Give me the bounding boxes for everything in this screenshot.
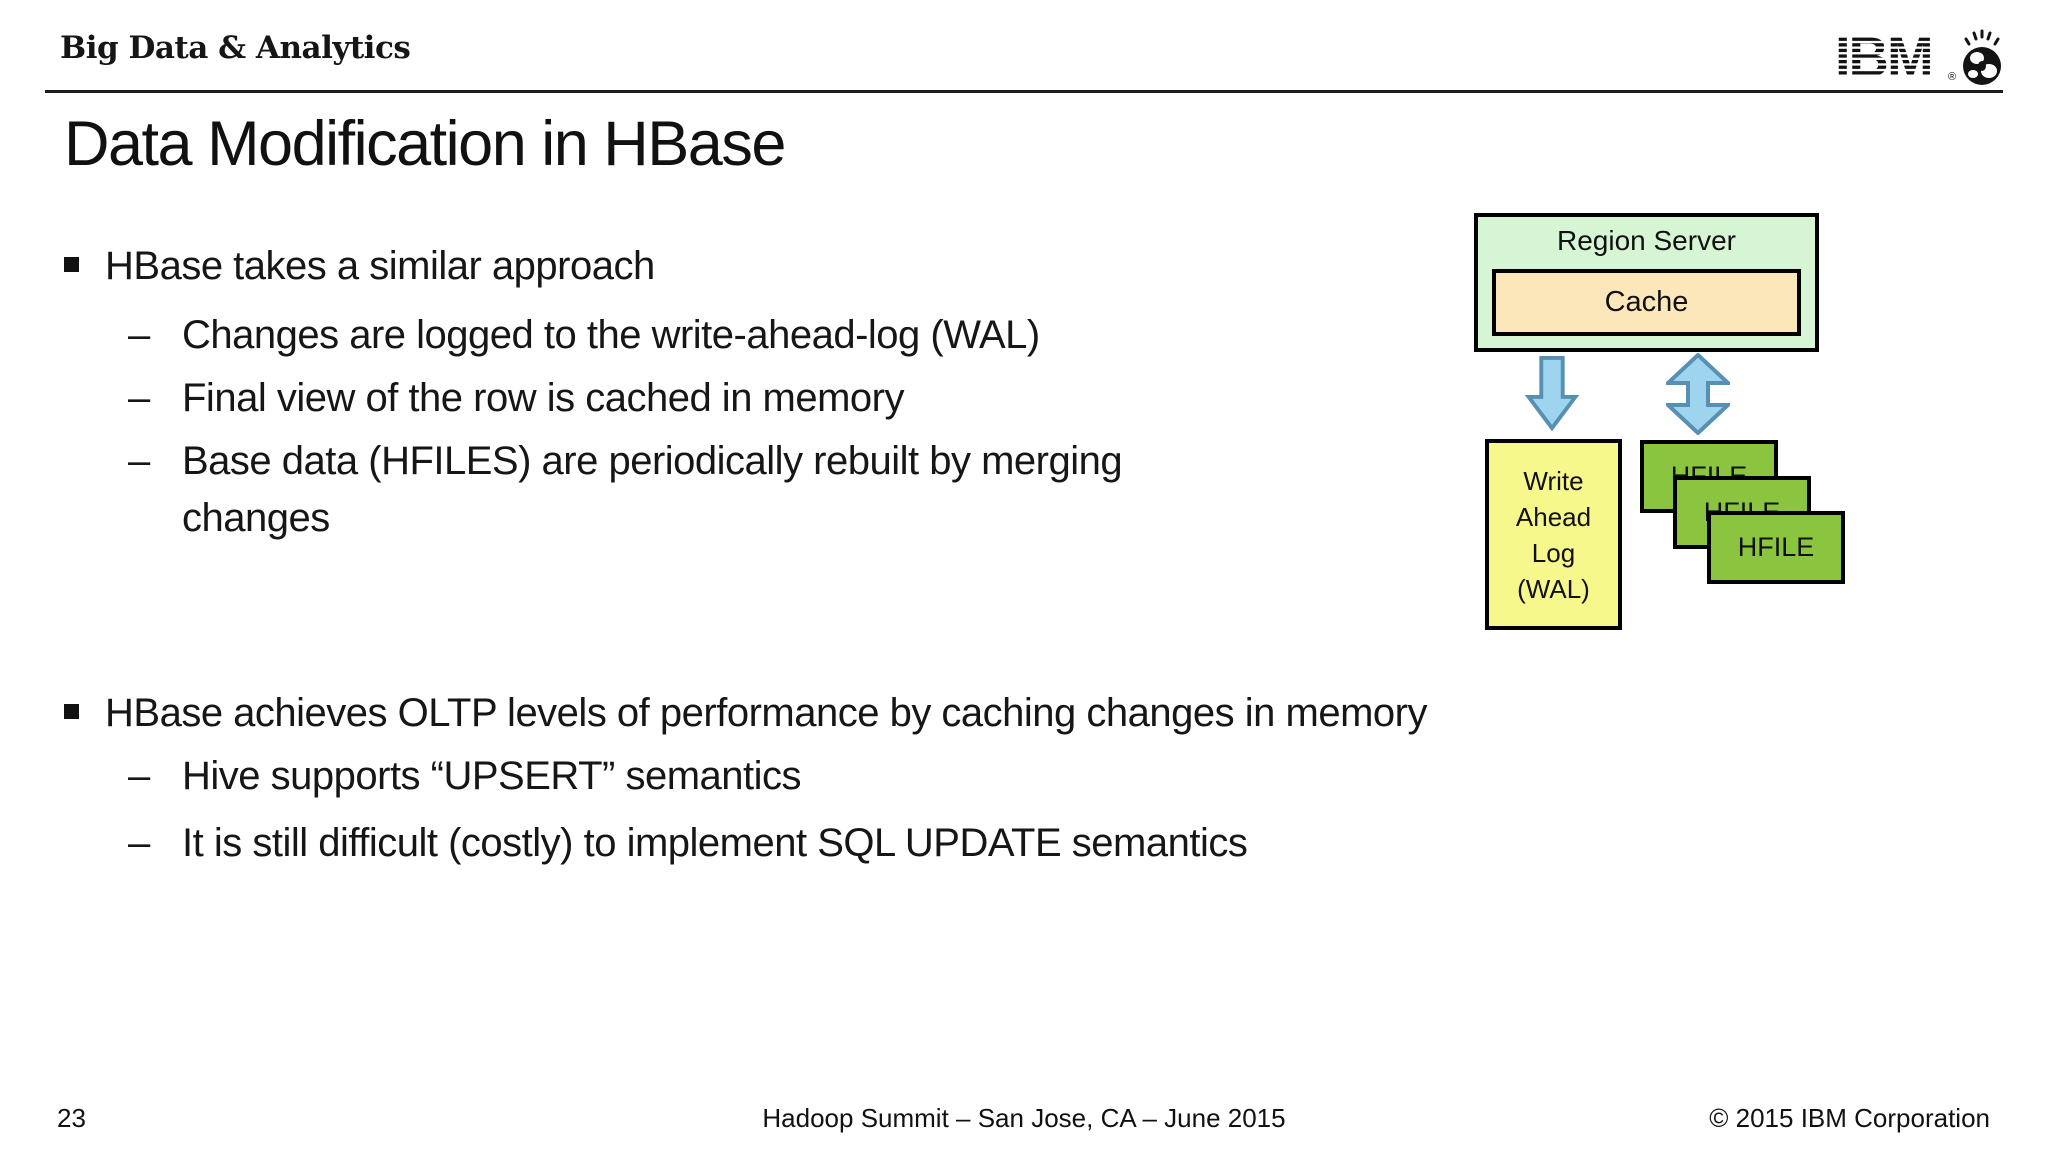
cache-label: Cache [1604,286,1689,318]
brand-logo-text: Big Data & Analytics [60,30,411,66]
ibm-logo-letters: IBM [1835,32,1932,82]
dash-bullet-icon: – [128,439,150,483]
sub-bullet-text: Changes are logged to the write-ahead-lo… [182,313,1040,357]
bullet-square-icon [64,691,105,719]
region-server-box: Region Server Cache [1474,213,1819,352]
sub-bullet-text: Base data (HFILES) are periodically rebu… [182,439,1123,540]
region-server-label: Region Server [1557,225,1736,256]
up-down-arrow-icon [1666,353,1730,435]
bullet-text: HBase takes a similar approach [105,244,655,288]
sub-bullet-text: It is still difficult (costly) to implem… [182,821,1248,865]
sub-bullet-text: Final view of the row is cached in memor… [182,376,905,420]
hfile-box-front: HFILE [1707,511,1845,584]
sub-bullet-text: Hive supports “UPSERT” semantics [182,754,802,798]
sub-bullet-item: – Changes are logged to the write-ahead-… [128,313,1040,358]
dash-bullet-icon: – [128,313,150,357]
footer-event-text: Hadoop Summit – San Jose, CA – June 2015 [762,1103,1286,1133]
cache-box: Cache [1492,269,1801,336]
dash-bullet-icon: – [128,821,150,865]
down-arrow-icon [1524,356,1580,432]
page-number: 23 [57,1103,86,1133]
page-title: Data Modification in HBase [64,109,786,179]
wal-label-line: Log [1531,537,1576,568]
bullet-item: HBase achieves OLTP levels of performanc… [64,691,1427,736]
sub-bullet-item: – Base data (HFILES) are periodically re… [128,433,1262,547]
ibm-logo: IBM ® [1835,32,1956,82]
wal-label-line: Write [1523,465,1584,496]
sub-bullet-item: – It is still difficult (costly) to impl… [128,821,1248,866]
dash-bullet-icon: – [128,376,150,420]
bullet-item: HBase takes a similar approach [64,244,655,289]
footer-copyright: © 2015 IBM Corporation [1709,1103,1990,1133]
header-divider [45,90,2003,93]
sub-bullet-item: – Hive supports “UPSERT” semantics [128,754,802,799]
smarter-planet-globe-icon [1963,29,2001,85]
bullet-square-icon [64,244,105,272]
sub-bullet-item: – Final view of the row is cached in mem… [128,376,905,421]
hfile-label: HFILE [1737,532,1815,562]
wal-label-line: Ahead [1515,501,1592,532]
dash-bullet-icon: – [128,754,150,798]
write-ahead-log-box: Write Ahead Log (WAL) [1485,439,1622,630]
registered-trademark: ® [1948,71,1956,82]
wal-label-line: (WAL) [1517,573,1590,604]
bullet-text: HBase achieves OLTP levels of performanc… [105,691,1427,735]
